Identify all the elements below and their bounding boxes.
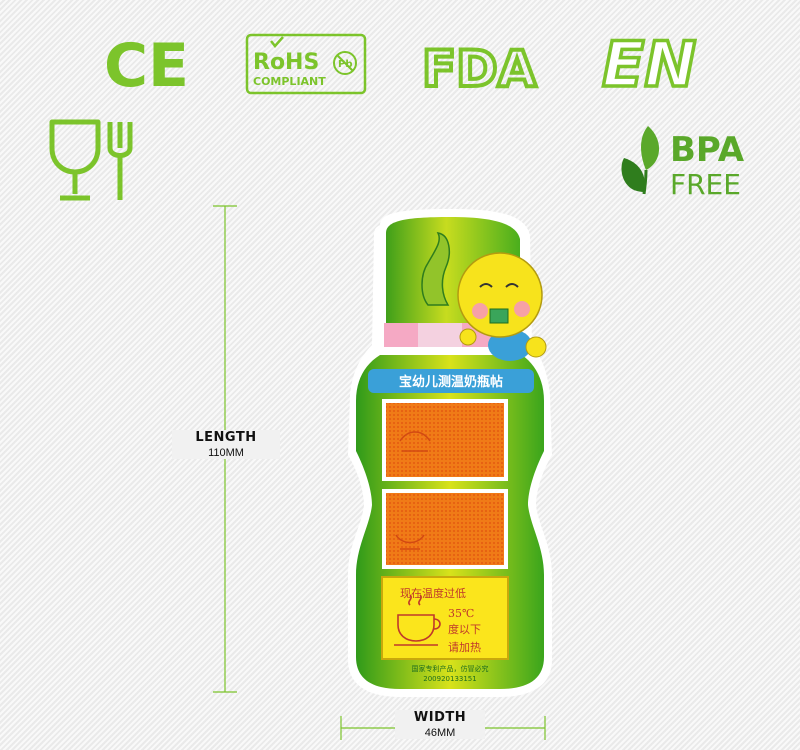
fda-text: FDA [422,40,537,96]
panel2-cup-icon [395,534,425,550]
en-text: EN [602,28,696,96]
panel1-bottle-icon [399,431,431,452]
ce-text: CE [104,32,189,94]
rohs-badge-icon: RoHS COMPLIANT Pb [245,33,367,95]
free-text: FREE [670,168,741,201]
ce-mark-icon: CE [104,32,189,94]
panel3-line2: 度以下 [448,622,481,636]
panel3-line3: 请加热 [448,641,481,654]
length-label: LENGTH 110MM [172,430,280,459]
rohs-main-text: RoHS [253,50,319,75]
product-header: 宝幼儿测温奶瓶帖 [399,374,503,390]
bpa-free-badge: BPA FREE [620,122,770,202]
footer-line2: 200920133151 [423,675,476,683]
food-safe-icon [49,119,133,201]
panel3-temp: 35℃ [448,607,474,620]
width-label: WIDTH 46MM [395,710,485,739]
length-value: 110MM [208,447,244,459]
width-title: WIDTH [413,710,467,725]
rohs-sub-text: COMPLIANT [253,75,326,88]
length-title: LENGTH [195,430,257,445]
bottle-thermometer-sticker: 宝幼儿测温奶瓶帖 现在温度过低 35℃ 度以下 请加热 国家专利产品，仿冒必究 … [348,209,552,697]
pb-free-icon: Pb [333,51,357,75]
cup-icon [394,594,441,646]
baby-character-icon [457,252,547,361]
pb-text: Pb [338,59,353,70]
bpa-text: BPA [670,130,745,170]
width-value: 46MM [424,727,456,739]
footer-line1: 国家专利产品，仿冒必究 [412,664,489,673]
en-mark-icon: EN [600,28,698,96]
bpa-leaf-icon [621,126,660,195]
fda-logo-icon: FDA [420,38,539,96]
panel3-line1: 现在温度过低 [400,586,466,600]
